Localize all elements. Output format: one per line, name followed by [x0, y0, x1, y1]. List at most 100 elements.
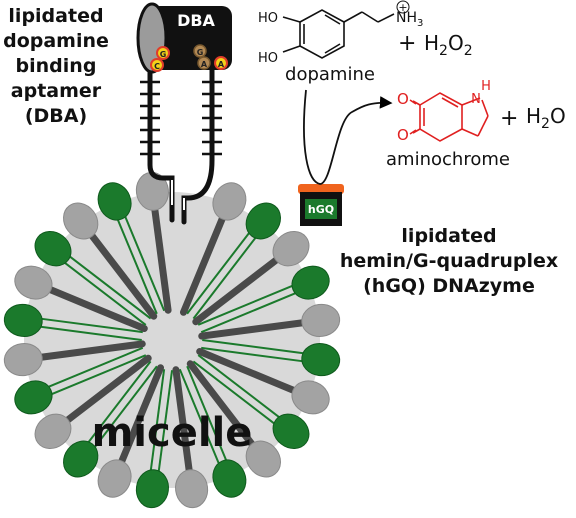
- lipid-tail-green: [202, 338, 304, 355]
- dba-title: lipidated dopamine binding aptamer (DBA): [0, 4, 112, 129]
- lipid-head-green: [97, 182, 132, 221]
- dba-title-line-4: aptamer: [10, 80, 102, 102]
- lipid-head-gray: [14, 265, 53, 300]
- lipid-head-gray: [34, 413, 72, 449]
- positive-charge-icon: [396, 0, 410, 14]
- lipid-head-green: [301, 343, 341, 377]
- lipid-tail-gray: [198, 319, 307, 340]
- dopamine-ho-bottom: HO: [258, 51, 278, 66]
- lipid-head-green: [34, 231, 72, 267]
- lipid-head-gray: [3, 343, 43, 377]
- base-g-1: [156, 46, 170, 60]
- lipid-head-gray: [63, 202, 99, 240]
- aminochrome-structure: [409, 92, 489, 142]
- lipid-tail-gray: [179, 214, 227, 316]
- lipid-tail-green: [69, 255, 152, 320]
- lipid-tail-green: [186, 232, 250, 315]
- lipid-tail-gray: [151, 205, 172, 314]
- dba-title-line-2: dopamine: [3, 30, 109, 52]
- base-c-label: C: [154, 62, 160, 71]
- lipid-head-green: [135, 469, 169, 509]
- dba-title-line-3: binding: [15, 55, 97, 77]
- aminochrome-nh-h: H: [481, 79, 491, 94]
- hgq-title-line-1: lipidated: [401, 225, 497, 247]
- dba-box-label: DBA: [177, 11, 215, 30]
- base-g-2-label: G: [197, 48, 204, 57]
- lipid-tail-green: [192, 237, 257, 320]
- dopamine-amine: NH3: [396, 10, 423, 29]
- lipid-tails: [37, 205, 307, 475]
- aminochrome-o-top: O: [397, 90, 409, 108]
- lipid-tail-gray: [192, 256, 281, 326]
- lipid-tail-green: [116, 219, 158, 315]
- hgq-title-line-2: hemin/G-quadruplex: [339, 250, 559, 272]
- lipid-tail-gray: [46, 285, 148, 333]
- lipid-head-green: [245, 202, 281, 240]
- dba-bases: G C G A A: [150, 44, 228, 72]
- lipid-head-green: [14, 380, 53, 415]
- hgq-title: lipidated hemin/G-quadruplex (hGQ) DNAzy…: [326, 224, 572, 299]
- dba-strand: [147, 65, 215, 225]
- lipid-head-green: [63, 440, 99, 478]
- dba-title-line-5: (DBA): [24, 105, 88, 127]
- lipid-tail-gray: [37, 340, 146, 361]
- dopamine-structure: [282, 9, 395, 59]
- hgq-box-label: hGQ: [308, 203, 334, 216]
- dba-base-pairs: [140, 80, 222, 156]
- aminochrome-name: aminochrome: [386, 149, 510, 170]
- lipid-tail-gray: [186, 360, 256, 449]
- lipid-tail-green: [178, 368, 220, 464]
- lipid-head-green: [3, 303, 43, 337]
- hgq-dnazyme: hGQ: [298, 184, 344, 226]
- lipid-head-gray: [291, 380, 330, 415]
- lipid-head-green: [272, 413, 310, 449]
- plus-sign-1: +: [398, 31, 416, 56]
- positive-charge-symbol: +: [398, 1, 407, 14]
- lipid-tail-gray: [172, 366, 193, 475]
- lipid-tail-green: [186, 365, 228, 461]
- dba-title-line-1: lipidated: [8, 5, 104, 27]
- base-a-2: [214, 56, 228, 70]
- lipid-tail-green: [51, 354, 147, 396]
- lipid-tail-gray: [117, 364, 165, 466]
- base-a-1: [197, 56, 211, 70]
- lipid-tail-green: [41, 317, 143, 334]
- plus-sign-2: +: [500, 106, 518, 131]
- micelle-label: micelle: [92, 410, 253, 456]
- lipid-head-gray: [301, 303, 341, 337]
- base-g-1-label: G: [160, 50, 167, 59]
- base-g-2: [193, 44, 207, 58]
- lipid-head-green: [212, 459, 247, 498]
- base-a-2-label: A: [218, 60, 225, 69]
- dopamine-ho-top: HO: [258, 11, 278, 26]
- lipid-tail-green: [64, 262, 147, 326]
- lipid-head-green: [291, 265, 330, 300]
- micelle-core: [24, 192, 320, 488]
- lipid-tail-green: [201, 346, 303, 363]
- lipid-tail-green: [192, 360, 275, 425]
- lipid-tail-green: [40, 325, 142, 342]
- hydrogen-peroxide: H2O2: [424, 31, 473, 59]
- lipid-head-gray: [97, 459, 132, 498]
- lipid-head-gray: [175, 469, 209, 509]
- lipid-head-gray: [272, 231, 310, 267]
- base-c: [150, 58, 164, 72]
- lipid-head-gray: [245, 440, 281, 478]
- water: H2O: [526, 104, 566, 132]
- lipid-tail-green: [149, 369, 166, 471]
- lipid-tail-green: [87, 360, 152, 443]
- hgq-title-line-3: (hGQ) DNAzyme: [363, 275, 535, 297]
- dopamine-name: dopamine: [285, 64, 375, 85]
- aminochrome-o-bottom: O: [397, 126, 409, 144]
- lipid-heads: [3, 171, 341, 509]
- base-a-1-label: A: [201, 60, 208, 69]
- lipid-tail-green: [197, 284, 293, 326]
- lipid-tail-green: [94, 365, 158, 448]
- lipid-tail-green: [157, 370, 174, 472]
- lipid-tail-green: [197, 354, 280, 418]
- lipid-tail-gray: [196, 347, 298, 395]
- lipid-tail-green: [124, 216, 166, 312]
- lipid-tail-gray: [63, 354, 152, 424]
- lipid-head-gray: [212, 182, 247, 221]
